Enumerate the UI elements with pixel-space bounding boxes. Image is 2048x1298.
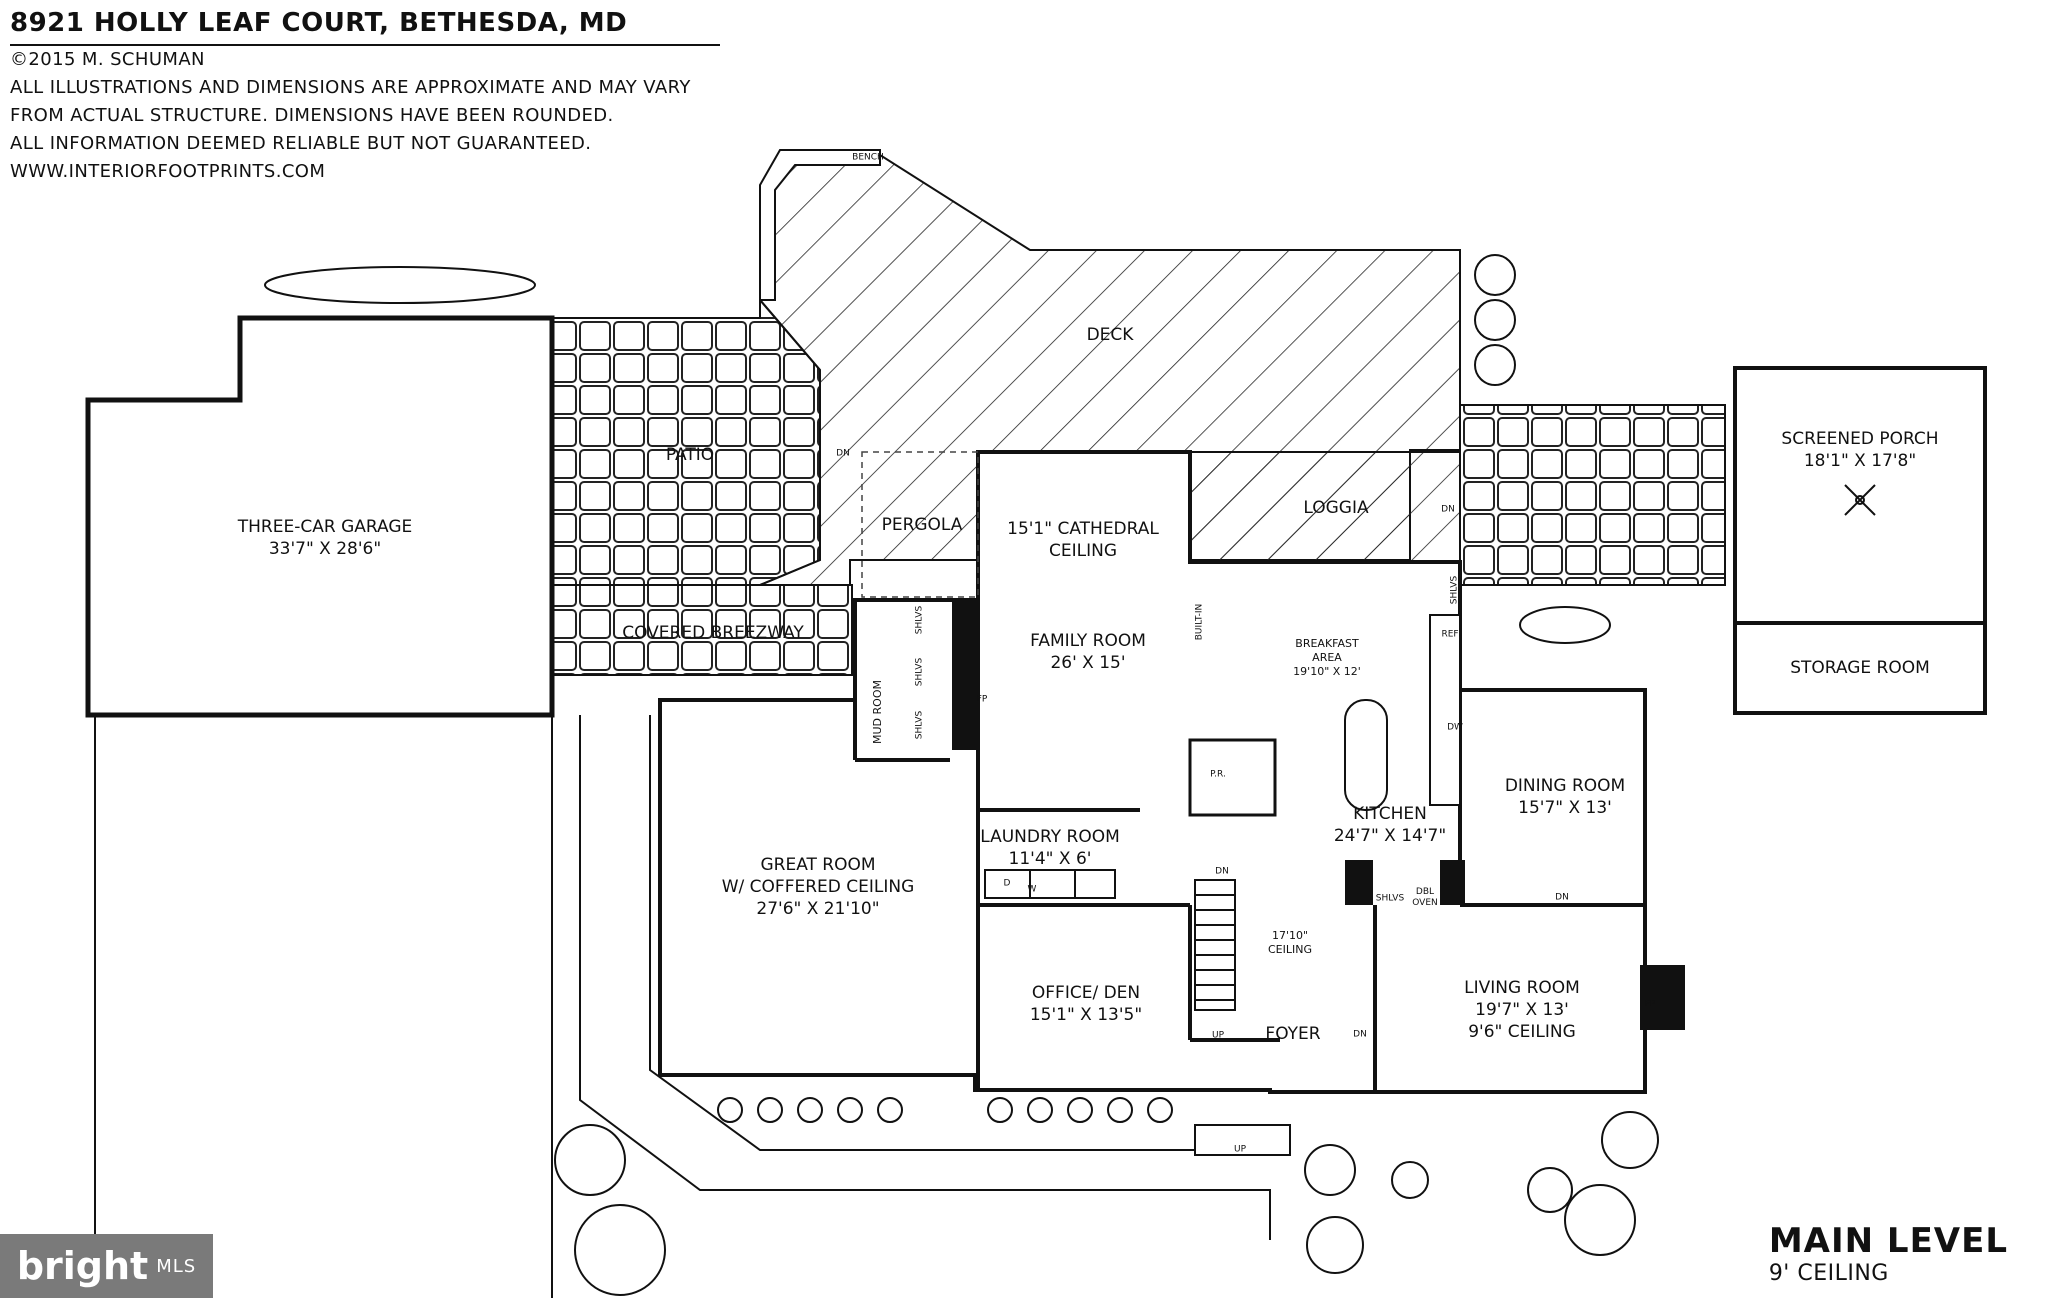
label-dishwasher: DW: [1447, 722, 1463, 733]
label-washer: W: [1027, 884, 1037, 895]
room-label-bench: BENCH: [852, 152, 884, 163]
label-down-foyer: DN: [1353, 1029, 1367, 1040]
label-shelves-mud-3: SHLVS: [914, 710, 925, 740]
level-ceiling: 9' CEILING: [1768, 1261, 1889, 1286]
room-label-living-room: LIVING ROOM 19'7" X 13' 9'6" CEILING: [1464, 978, 1580, 1042]
level-title: MAIN LEVEL: [1768, 1221, 2008, 1261]
label-down-patio: DN: [836, 448, 850, 459]
garage-walls: [85, 315, 555, 718]
watermark-suffix: MLS: [156, 1255, 197, 1277]
disclaimer-line-2: FROM ACTUAL STRUCTURE. DIMENSIONS HAVE B…: [10, 105, 614, 126]
entry-step: [1194, 1124, 1291, 1156]
room-label-dining-room: DINING ROOM 15'7" X 13': [1504, 776, 1626, 818]
pergola-outline: [861, 451, 979, 598]
label-fireplace-living: FP: [1644, 999, 1656, 1010]
label-dryer: D: [1003, 878, 1011, 889]
label-ceiling-height: 17'10" CEILING: [1268, 929, 1312, 956]
label-down-dining: DN: [1555, 892, 1569, 903]
kitchen-column-right: [1440, 860, 1465, 905]
room-label-kitchen: KITCHEN 24'7" X 14'7": [1333, 804, 1447, 846]
room-label-pergola: PERGOLA: [881, 515, 963, 535]
label-up-stairs: UP: [1211, 1030, 1225, 1041]
kitchen-column-left: [1345, 860, 1373, 905]
kitchen-island: [1344, 699, 1388, 811]
plan-header: 8921 HOLLY LEAF COURT, BETHESDA, MD ©201…: [10, 8, 720, 186]
disclaimer-line-3: ALL INFORMATION DEEMED RELIABLE BUT NOT …: [10, 133, 592, 154]
room-label-covered-breezeway: COVERED BREEZWAY: [622, 623, 804, 643]
label-double-oven: DBL OVEN: [1412, 887, 1438, 908]
bright-mls-watermark: bright MLS: [0, 1234, 213, 1298]
label-shelves-breakfast: SHLVS: [1449, 575, 1460, 605]
room-label-patio: PATIO: [665, 445, 715, 465]
room-label-deck: DECK: [1086, 325, 1134, 345]
room-label-laundry-room: LAUNDRY ROOM 11'4" X 6': [980, 827, 1120, 869]
label-refrigerator: REF: [1441, 629, 1459, 640]
copyright-note: ©2015 M. SCHUMAN: [10, 49, 205, 70]
staircase: [1194, 879, 1236, 1011]
label-fireplace-family: FP: [976, 694, 988, 705]
watermark-brand: bright: [16, 1244, 149, 1288]
disclaimer-line-1: ALL ILLUSTRATIONS AND DIMENSIONS ARE APP…: [10, 77, 691, 98]
address-title: 8921 HOLLY LEAF COURT, BETHESDA, MD: [10, 8, 720, 46]
room-label-cathedral-ceiling: 15'1" CATHEDRAL CEILING: [1007, 519, 1159, 561]
room-label-screened-porch: SCREENED PORCH 18'1" X 17'8": [1781, 429, 1939, 471]
living-room-fireplace: [1640, 965, 1685, 1030]
label-down-stairs: DN: [1215, 866, 1229, 877]
room-label-breakfast-area: BREAKFAST AREA 19'10" X 12': [1293, 637, 1361, 678]
room-label-mud-room: MUD ROOM: [871, 680, 884, 744]
room-label-storage-room: STORAGE ROOM: [1790, 658, 1930, 678]
patio-area: [551, 297, 821, 586]
walkway-tiles: [1459, 404, 1726, 586]
family-room-fireplace: [952, 600, 978, 750]
landscape-shrubs: [264, 254, 1659, 1296]
label-shelves-mud-2: SHLVS: [914, 657, 925, 687]
website-link[interactable]: WWW.INTERIORFOOTPRINTS.COM: [10, 161, 326, 182]
room-label-loggia: LOGGIA: [1303, 498, 1369, 518]
label-powder-room: P.R.: [1210, 769, 1226, 780]
label-shelves-kitchen: SHLVS: [1375, 893, 1405, 904]
room-label-great-room: GREAT ROOM W/ COFFERED CEILING 27'6" X 2…: [721, 855, 915, 919]
room-label-garage: THREE-CAR GARAGE 33'7" X 28'6": [237, 517, 413, 559]
room-label-foyer: FOYER: [1265, 1024, 1321, 1044]
room-label-office-den: OFFICE/ DEN 15'1" X 13'5": [1029, 983, 1143, 1025]
breezeway-area: [551, 584, 853, 676]
kitchen-counter: [1429, 614, 1461, 806]
level-caption: MAIN LEVEL 9' CEILING: [1769, 1221, 2008, 1286]
driveway-lines: [94, 715, 1271, 1298]
label-up-entry: UP: [1233, 1144, 1247, 1155]
label-built-in: BUILT-IN: [1194, 603, 1205, 641]
label-shelves-mud-1: SHLVS: [914, 605, 925, 635]
room-label-family-room: FAMILY ROOM 26' X 15': [1030, 631, 1146, 673]
storage-room-walls: [1733, 621, 1987, 715]
label-down-loggia: DN: [1441, 504, 1455, 515]
laundry-appliances: [984, 869, 1116, 899]
ceiling-fan-icon: [1844, 484, 1876, 516]
bench: [759, 149, 881, 301]
powder-room: [1188, 738, 1277, 817]
loggia-area: [1189, 451, 1461, 563]
